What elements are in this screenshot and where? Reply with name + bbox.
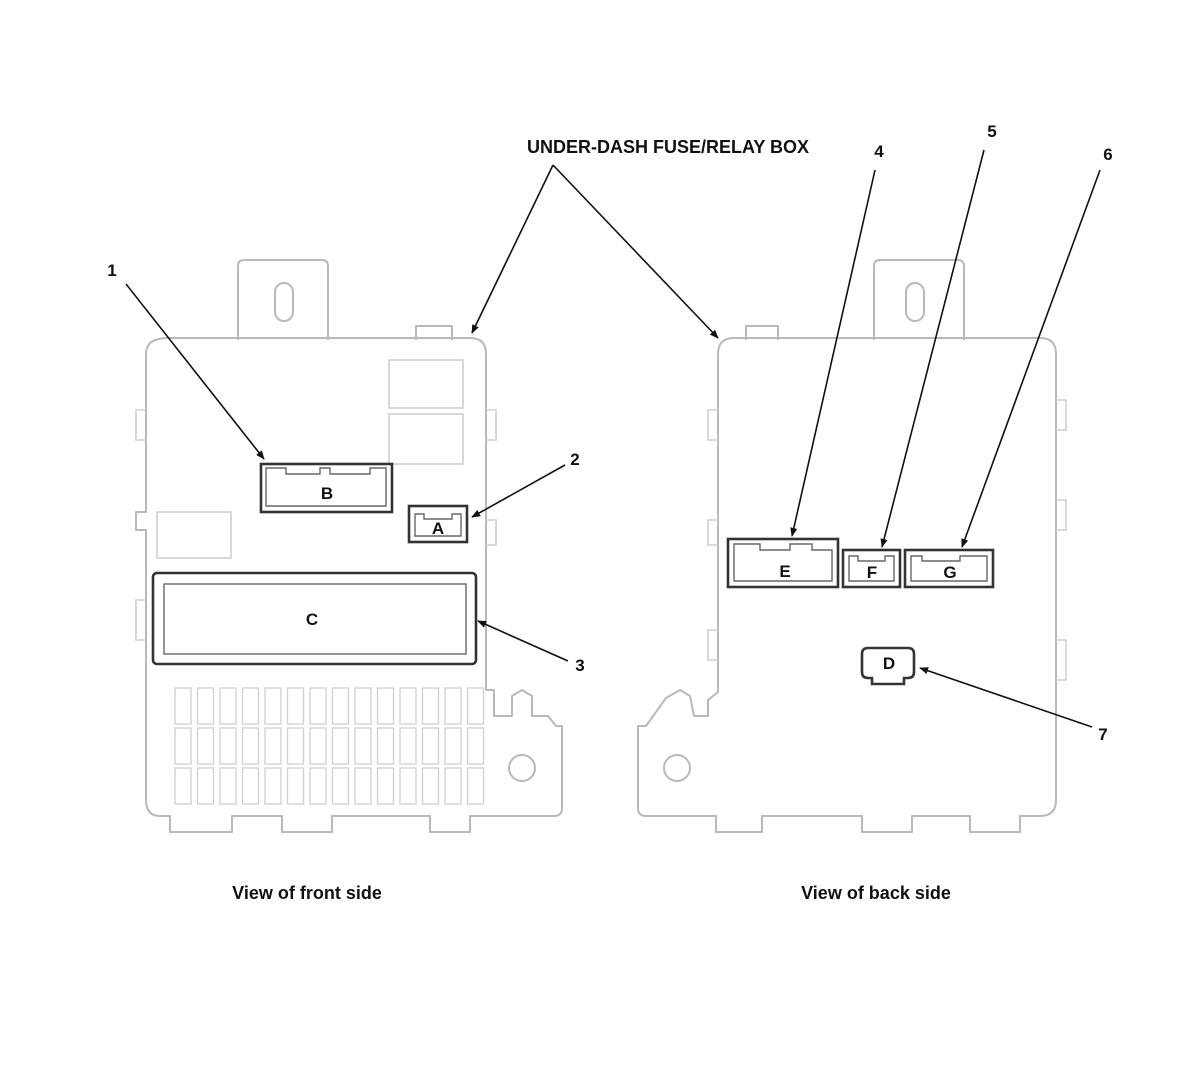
fuse-slot: [264, 767, 282, 805]
fuse-slot: [399, 687, 417, 725]
connector-label-c: C: [306, 610, 318, 629]
fuse-slot: [286, 767, 305, 805]
callout-5: 5: [987, 122, 996, 141]
caption-back-view: View of back side: [801, 883, 951, 903]
fuse-slot: [219, 687, 237, 725]
callout-6: 6: [1103, 145, 1112, 164]
fuse-slot: [309, 767, 327, 805]
fuse-slot: [196, 767, 215, 805]
connector-a: A: [407, 504, 469, 544]
fuse-slot: [444, 767, 462, 805]
fuse-slot: [331, 727, 350, 765]
fuse-slot: [466, 687, 485, 725]
fuse-slot: [354, 687, 372, 725]
back-view-box: E F G D: [637, 259, 1067, 833]
fuse-slot: [331, 767, 350, 805]
fuse-slot: [399, 767, 417, 805]
fuse-slot: [286, 727, 305, 765]
fuse-slot: [286, 687, 305, 725]
fuse-slot: [241, 767, 260, 805]
fuse-slot: [241, 687, 260, 725]
fuse-slot: [444, 687, 462, 725]
connector-label-f: F: [867, 563, 877, 582]
fuse-slot: [264, 727, 282, 765]
fuse-slot: [466, 727, 485, 765]
fuse-slot: [354, 767, 372, 805]
fuse-slot: [309, 727, 327, 765]
fuse-slot: [421, 687, 440, 725]
front-view-box: B A C: [135, 259, 563, 833]
connector-f: F: [841, 548, 902, 589]
callout-4: 4: [874, 142, 884, 161]
connector-label-a: A: [432, 519, 444, 538]
fuse-slot: [196, 727, 215, 765]
fuse-slot: [376, 727, 395, 765]
connector-d: D: [860, 646, 916, 686]
fuse-slot: [309, 687, 327, 725]
fuse-slot: [354, 727, 372, 765]
connector-label-e: E: [779, 562, 790, 581]
callout-3: 3: [575, 656, 584, 675]
fuse-slot: [466, 767, 485, 805]
callout-7: 7: [1098, 725, 1107, 744]
fuse-slot: [196, 687, 215, 725]
fuse-slot: [444, 727, 462, 765]
connector-label-b: B: [321, 484, 333, 503]
connector-g: G: [903, 548, 995, 589]
callout-1: 1: [107, 261, 116, 280]
fuse-slot: [264, 687, 282, 725]
connector-label-g: G: [943, 563, 956, 582]
callout-2: 2: [570, 450, 579, 469]
connector-e: E: [726, 537, 840, 589]
fuse-grid: [174, 687, 485, 805]
fuse-slot: [174, 767, 192, 805]
fuse-slot: [399, 727, 417, 765]
connector-c: C: [151, 571, 478, 666]
diagram-title: UNDER-DASH FUSE/RELAY BOX: [527, 137, 809, 157]
connector-b: B: [259, 462, 394, 514]
leader-lines: [125, 149, 1101, 728]
fuse-slot: [376, 767, 395, 805]
fuse-slot: [174, 727, 192, 765]
fuse-slot: [174, 687, 192, 725]
caption-front-view: View of front side: [232, 883, 382, 903]
fuse-slot: [331, 687, 350, 725]
fuse-slot: [376, 687, 395, 725]
connector-label-d: D: [883, 654, 895, 673]
fuse-slot: [421, 767, 440, 805]
fuse-slot: [219, 727, 237, 765]
fuse-slot: [421, 727, 440, 765]
fuse-slot: [219, 767, 237, 805]
fuse-slot: [241, 727, 260, 765]
